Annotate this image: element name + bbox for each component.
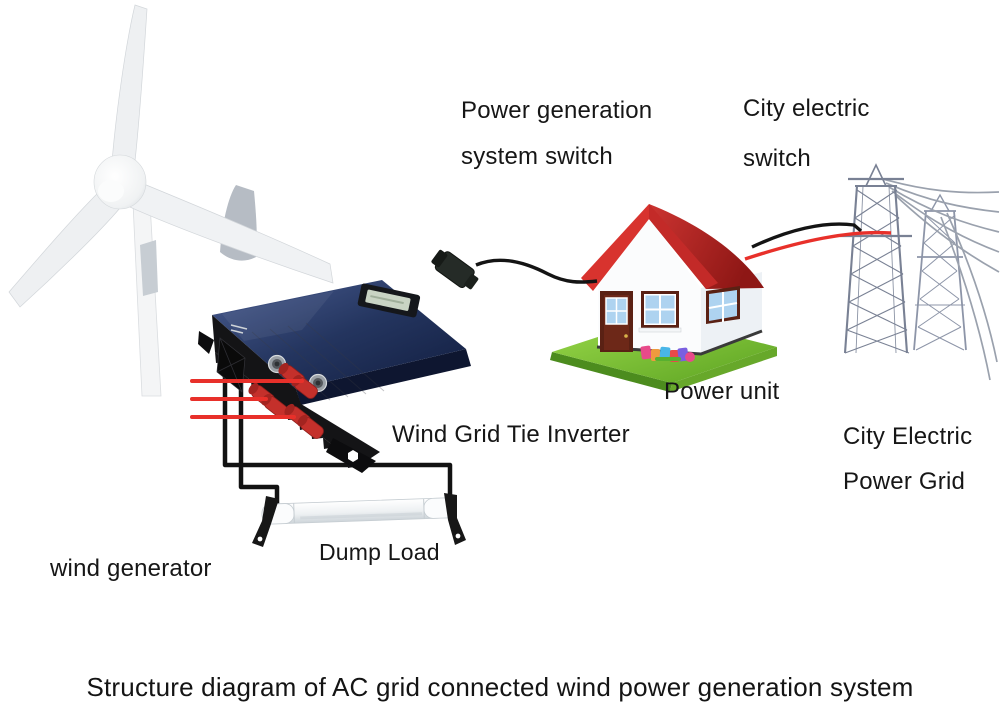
label-power-unit: Power unit bbox=[664, 378, 780, 405]
label-city-electric-power-grid-line2: Power Grid bbox=[843, 468, 966, 495]
flowers bbox=[640, 345, 695, 362]
inverter-side-edge bbox=[296, 349, 471, 405]
diagram-caption: Structure diagram of AC grid connected w… bbox=[86, 672, 914, 702]
label-dump-load: Dump Load bbox=[319, 539, 440, 565]
dump-load-resistor bbox=[252, 493, 466, 547]
label-city-electric-power-grid-line1: City Electric bbox=[843, 423, 973, 450]
turbine-blade-up bbox=[110, 4, 148, 179]
generator-to-inverter-wires bbox=[190, 379, 304, 419]
grid-wire-red bbox=[744, 230, 892, 261]
label-city-electric-switch-line1: City electric bbox=[743, 95, 870, 122]
inverter-flange-left bbox=[198, 331, 214, 354]
inverter-front-face bbox=[212, 315, 380, 466]
label-wind-generator: wind generator bbox=[50, 555, 212, 582]
ac-plug-and-cable bbox=[431, 249, 598, 290]
turbine-tower-shade bbox=[140, 240, 158, 296]
wind-turbine bbox=[8, 4, 334, 397]
lawn-edge-right bbox=[670, 347, 777, 392]
ac-cable bbox=[475, 258, 598, 284]
label-power-generation-switch-line2: system switch bbox=[461, 143, 613, 170]
house-front-window bbox=[638, 291, 682, 333]
turbine-blade-left bbox=[8, 187, 121, 308]
inverter-red-terminals bbox=[248, 362, 324, 439]
inverter-lcd bbox=[357, 283, 421, 318]
ac-plug-icon bbox=[431, 249, 479, 290]
label-wind-grid-tie-inverter: Wind Grid Tie Inverter bbox=[392, 421, 630, 448]
roof-front-right-band bbox=[649, 204, 718, 289]
turbine-blade-right bbox=[120, 179, 334, 284]
lawn-edge-front bbox=[550, 352, 672, 392]
label-city-electric-switch-line2: switch bbox=[743, 145, 811, 172]
house bbox=[550, 204, 777, 392]
roof-front-left-band bbox=[581, 204, 649, 291]
dump-load-bracket-left bbox=[252, 496, 279, 547]
dump-load-bracket-right bbox=[444, 493, 466, 545]
turbine-nose-cone bbox=[98, 180, 124, 202]
label-power-generation-switch-line1: Power generation bbox=[461, 97, 653, 124]
house-door bbox=[600, 291, 633, 352]
house-side-window bbox=[706, 286, 740, 324]
roof-right-plane bbox=[649, 204, 764, 289]
inverter-unit bbox=[198, 280, 471, 473]
grid-wire-black bbox=[751, 222, 863, 249]
inverter-label-text bbox=[230, 324, 248, 334]
turbine-hub bbox=[93, 154, 147, 210]
turbine-tower bbox=[132, 202, 162, 397]
grid-wires bbox=[882, 178, 1000, 381]
house-to-grid-wires bbox=[744, 222, 892, 261]
